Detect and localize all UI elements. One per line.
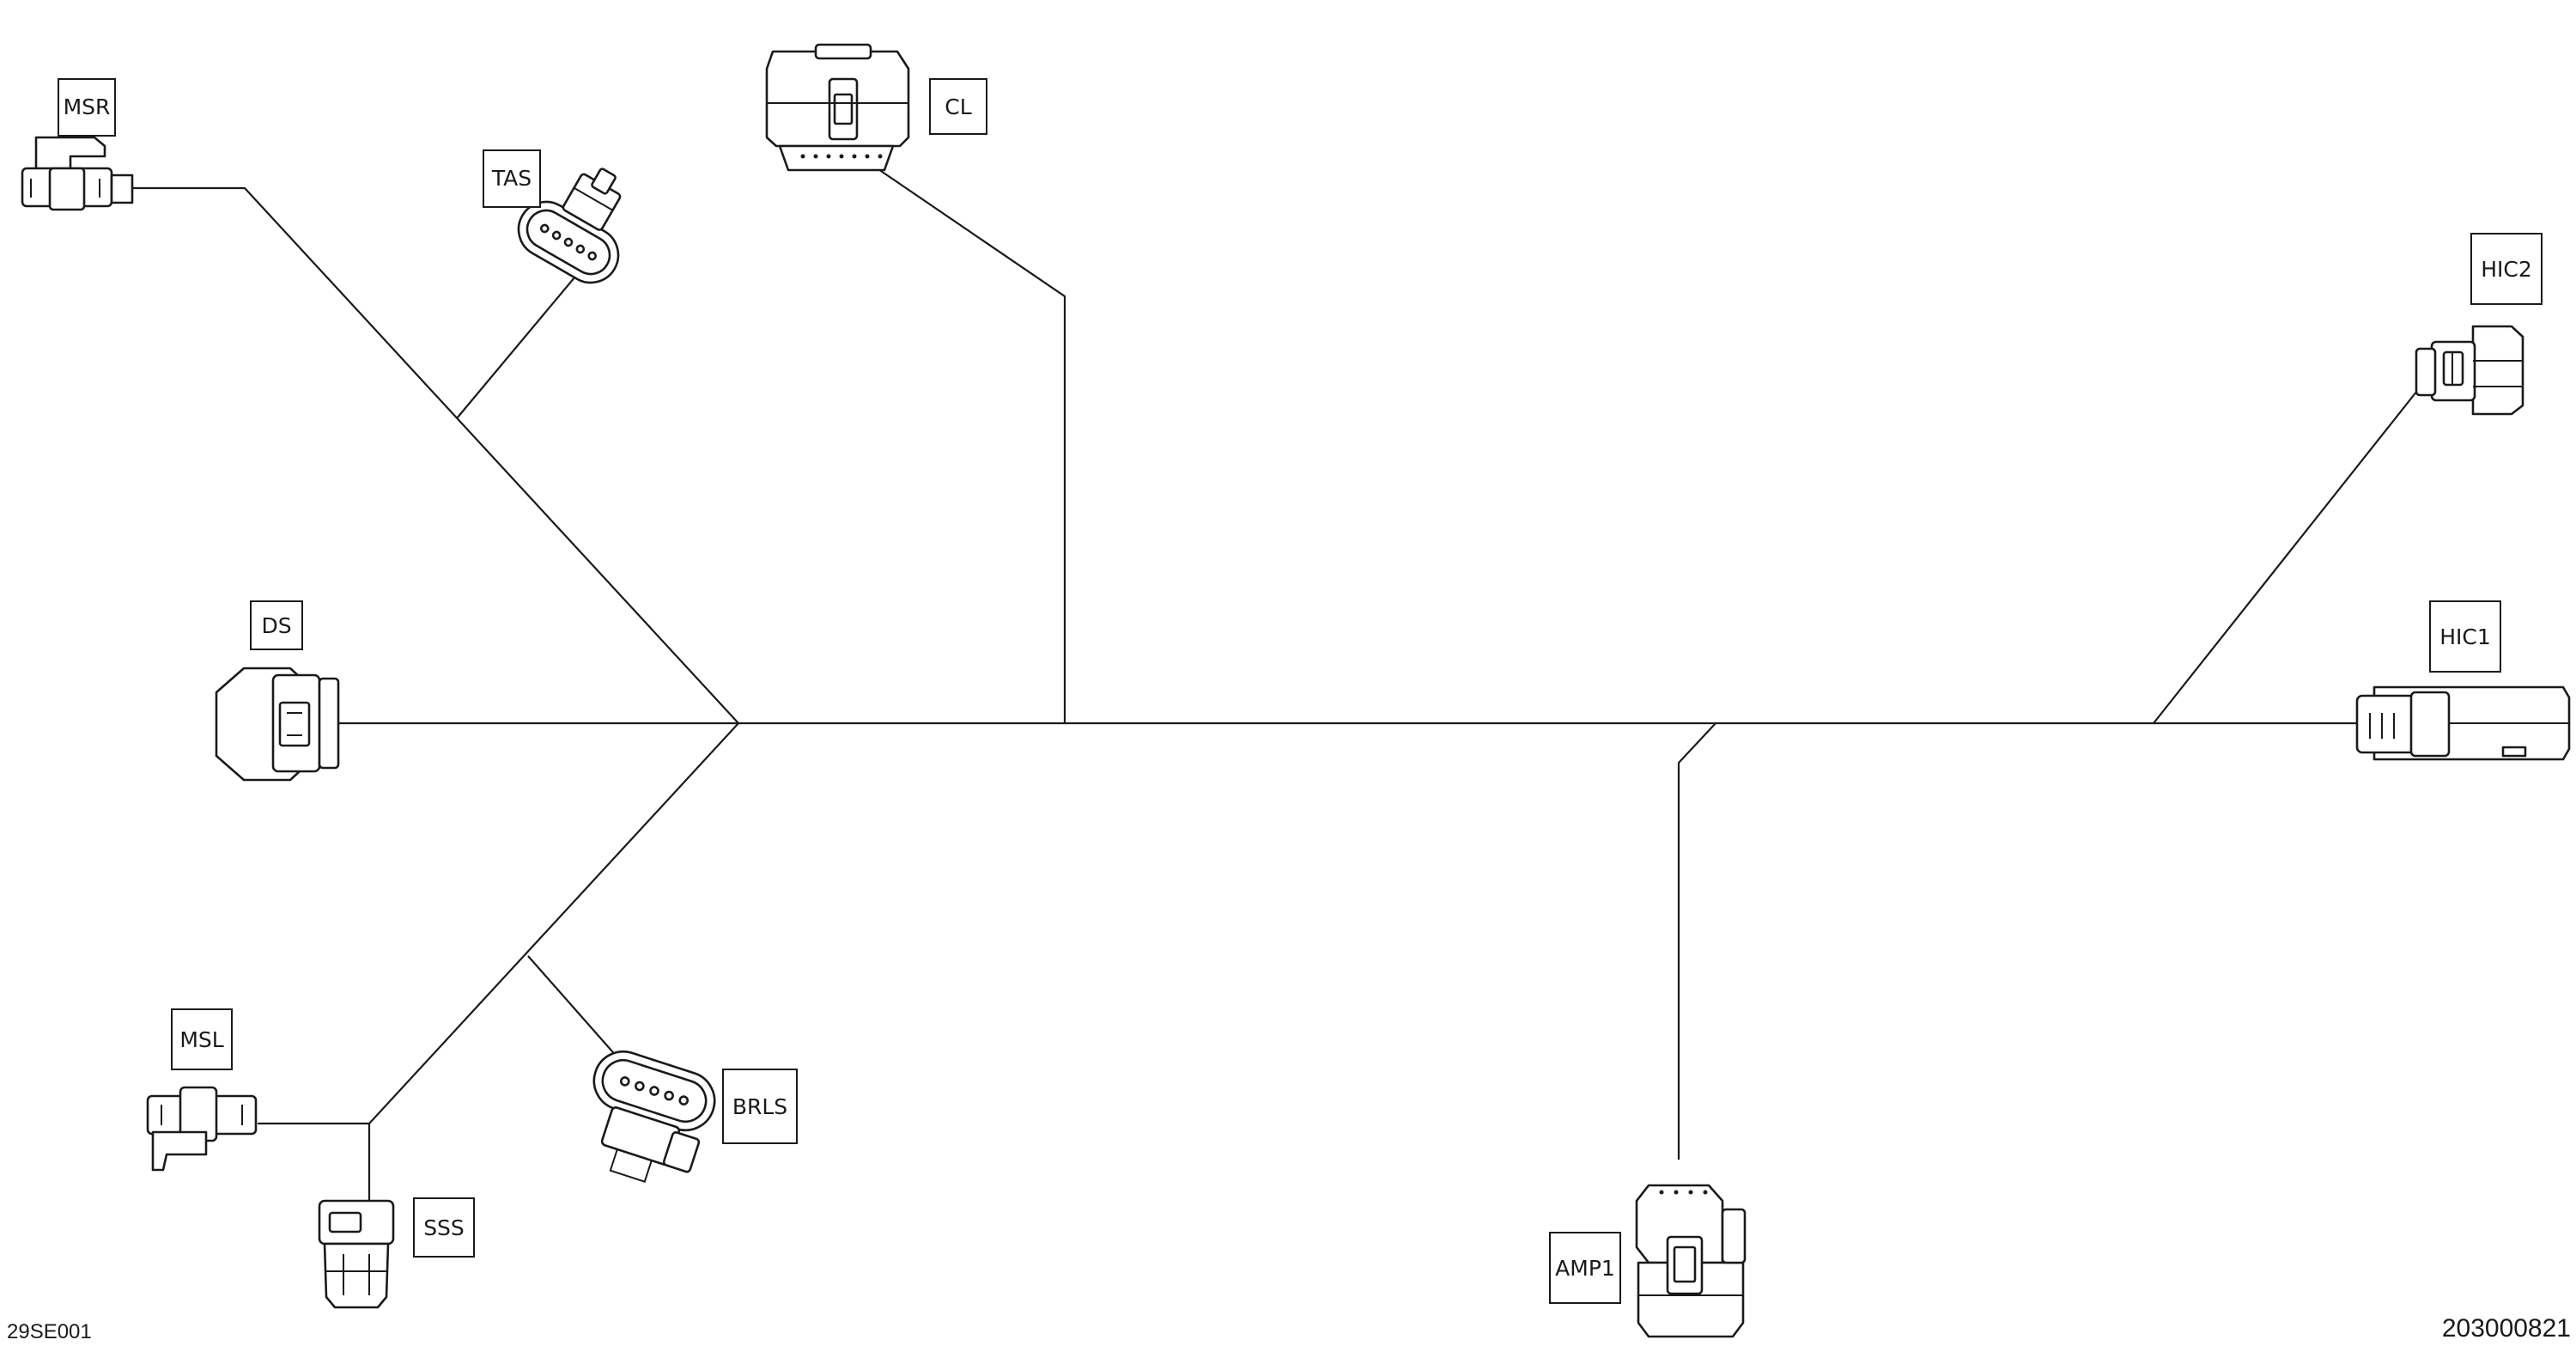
msr-connector (21, 136, 134, 211)
label-hic2: HIC2 (2470, 233, 2543, 305)
amp1-connector (1635, 1184, 1747, 1338)
label-hic2-text: HIC2 (2481, 257, 2532, 282)
label-amp1-text: AMP1 (1555, 1256, 1615, 1281)
hic2-wire (2153, 390, 2418, 724)
label-sss-text: SSS (423, 1215, 465, 1240)
tas-wire (456, 265, 585, 419)
hic2-connector (2415, 325, 2524, 416)
label-cl-text: CL (945, 94, 971, 119)
msl-connector (146, 1086, 258, 1172)
harness-wires (129, 167, 2418, 1204)
cl-connector (765, 43, 910, 172)
label-hic1: HIC1 (2429, 600, 2501, 673)
label-hic1-text: HIC1 (2439, 624, 2491, 649)
brls-wire (527, 955, 619, 1059)
label-tas-text: TAS (491, 166, 532, 191)
label-ds-text: DS (261, 613, 291, 638)
label-msr-text: MSR (64, 94, 111, 119)
amp1-wire (1677, 722, 1716, 1160)
hic1-connector (2355, 685, 2571, 761)
label-sss: SSS (413, 1197, 475, 1258)
label-tas: TAS (483, 149, 541, 208)
label-msl: MSL (171, 1008, 233, 1070)
label-brls-text: BRLS (732, 1094, 787, 1119)
msr-wire (129, 186, 739, 724)
figure-code-left: 29SE001 (7, 1320, 92, 1343)
lower-left-wire (368, 722, 739, 1204)
cl-wire (875, 167, 1066, 723)
ds-connector (215, 667, 340, 782)
label-cl: CL (929, 78, 987, 135)
label-brls: BRLS (722, 1069, 798, 1144)
figure-code-right: 203000821 (2442, 1314, 2571, 1343)
label-msr: MSR (58, 78, 116, 137)
sss-connector (318, 1199, 395, 1309)
tas-connector (517, 167, 622, 284)
label-ds: DS (250, 600, 303, 650)
label-amp1: AMP1 (1549, 1232, 1621, 1304)
brls-connector (592, 1050, 716, 1183)
label-msl-text: MSL (179, 1027, 223, 1052)
